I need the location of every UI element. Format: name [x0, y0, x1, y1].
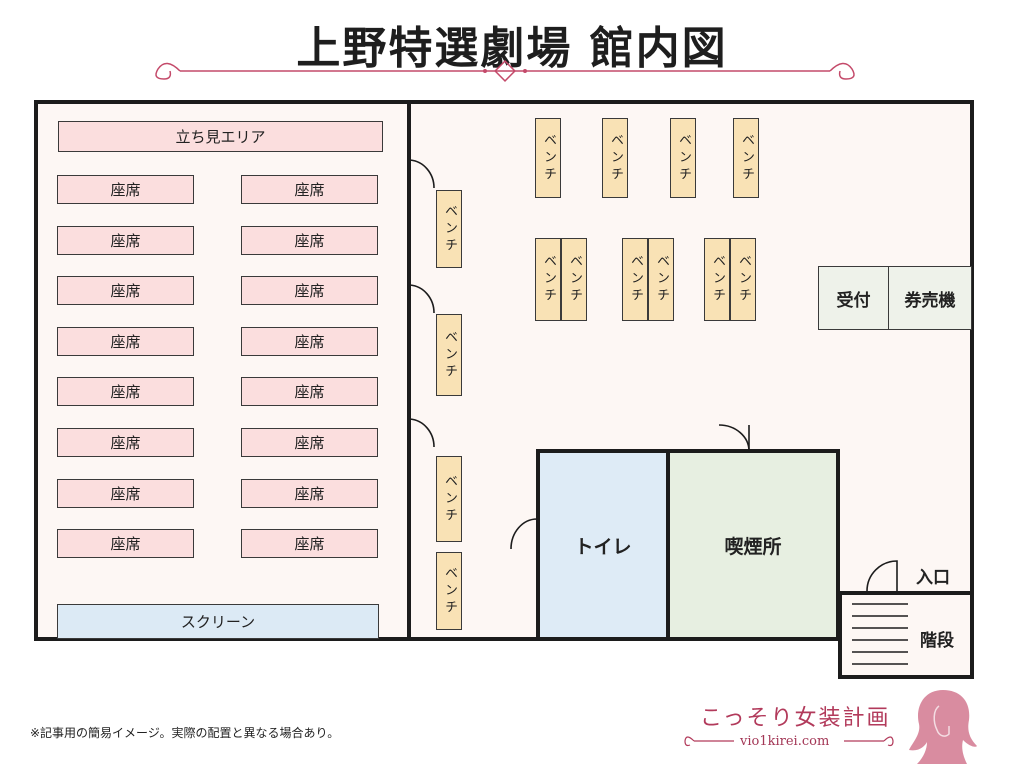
bench: ベンチ [561, 238, 587, 321]
screen: スクリーン [57, 604, 379, 639]
bench: ベンチ [436, 552, 462, 630]
stairs-steps [852, 603, 908, 665]
site-name: こっそり女装計画 [700, 706, 891, 731]
bench: ベンチ [622, 238, 648, 321]
seat: 座席 [241, 529, 378, 558]
seat: 座席 [57, 479, 194, 508]
seat: 座席 [241, 226, 378, 255]
door-icon [510, 518, 538, 550]
bench: ベンチ [648, 238, 674, 321]
toilet: トイレ [536, 449, 670, 641]
bench: ベンチ [730, 238, 756, 321]
ticket-machine: 券売機 [888, 266, 972, 330]
seat: 座席 [241, 175, 378, 204]
door-icon [409, 159, 435, 189]
bench: ベンチ [535, 238, 561, 321]
seat: 座席 [57, 226, 194, 255]
woman-silhouette-icon [909, 690, 977, 764]
title-ornament [155, 60, 855, 82]
bench: ベンチ [535, 118, 561, 198]
reception: 受付 [818, 266, 889, 330]
seat: 座席 [241, 377, 378, 406]
seat: 座席 [241, 428, 378, 457]
bench: ベンチ [602, 118, 628, 198]
bench: ベンチ [436, 314, 462, 396]
standing-area: 立ち見エリア [58, 121, 383, 152]
stairs-label: 階段 [920, 631, 954, 651]
seat: 座席 [57, 175, 194, 204]
bench: ベンチ [704, 238, 730, 321]
seat: 座席 [57, 276, 194, 305]
logo-ornament [684, 736, 894, 747]
seat: 座席 [57, 529, 194, 558]
door-icon [409, 284, 435, 314]
seat: 座席 [241, 479, 378, 508]
hall-divider-wall [407, 100, 411, 641]
entrance-label: 入口 [916, 568, 950, 588]
smoking-room: 喫煙所 [666, 449, 840, 641]
site-url: vio1kirei.com [740, 734, 830, 749]
bench: ベンチ [436, 456, 462, 542]
seat: 座席 [57, 377, 194, 406]
bench: ベンチ [670, 118, 696, 198]
seat: 座席 [241, 327, 378, 356]
bench: ベンチ [733, 118, 759, 198]
seat: 座席 [241, 276, 378, 305]
page-title: 上野特選劇場 館内図 [296, 23, 728, 74]
seat: 座席 [57, 327, 194, 356]
bench: ベンチ [436, 190, 462, 268]
door-icon [409, 418, 435, 448]
entrance-door-icon [866, 560, 898, 592]
door-icon [718, 424, 750, 452]
seat: 座席 [57, 428, 194, 457]
disclaimer-note: ※記事用の簡易イメージ。実際の配置と異なる場合あり。 [30, 726, 340, 740]
